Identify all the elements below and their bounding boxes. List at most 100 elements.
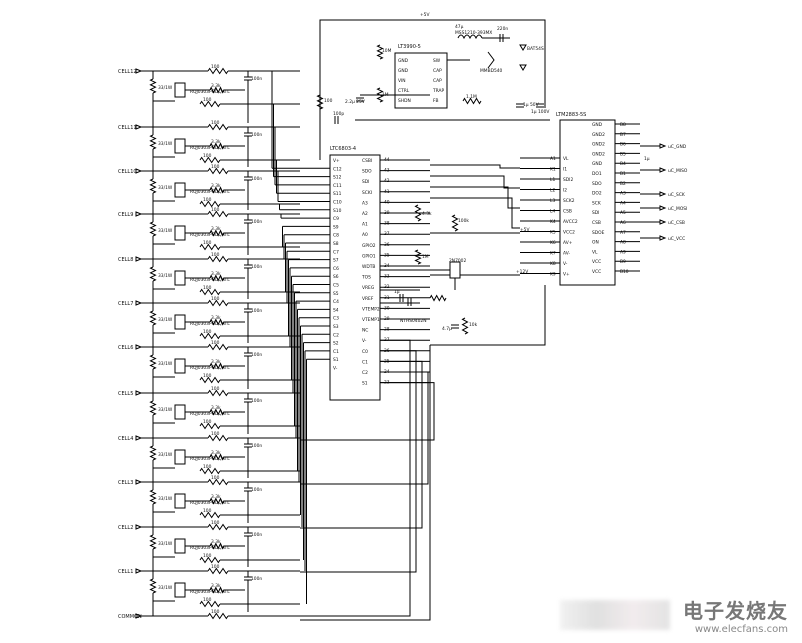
- pin-label: S5: [333, 291, 339, 297]
- gate-resistor: [209, 274, 225, 282]
- pin-label: CTRL: [398, 88, 410, 94]
- pin-label: SDOE: [592, 230, 605, 236]
- bal-label: 33/1W: [158, 185, 173, 191]
- mosfet: [174, 493, 186, 509]
- resistor-100: [207, 389, 229, 397]
- sense-resistor: [199, 200, 221, 208]
- pin-label: SDO: [592, 181, 602, 187]
- pin-num: K1: [550, 167, 556, 173]
- r-label: 3.3k: [211, 450, 221, 456]
- r-label: 100: [203, 329, 212, 335]
- ic-body: [329, 154, 381, 401]
- v-label: +12V: [516, 269, 528, 275]
- pin-label: C2: [333, 332, 339, 338]
- pin-label: I2: [563, 188, 567, 194]
- pin-label: S10: [333, 208, 342, 214]
- balance-resistor: [149, 310, 157, 326]
- mosfet: [174, 404, 186, 420]
- supply-wire: [319, 19, 546, 160]
- pin-label: AVCC2: [563, 219, 578, 225]
- resistor-100: [207, 67, 229, 75]
- r-label: 100: [203, 197, 212, 203]
- wire: [430, 285, 546, 346]
- mosfet: [174, 225, 186, 241]
- pin-num: B5: [620, 151, 626, 157]
- r-label: 3.3k: [211, 405, 221, 411]
- pin-num: B4: [620, 161, 626, 167]
- pin-label: GND: [592, 161, 603, 167]
- mosfet: [174, 449, 186, 465]
- signal-arrow: [659, 219, 667, 225]
- r-label: 1M: [422, 254, 429, 260]
- sense-resistor: [199, 156, 221, 164]
- pin-label: A1: [362, 222, 368, 228]
- pin-label: A2: [362, 211, 368, 217]
- pin-label: GND: [592, 122, 603, 128]
- fet-2n7002: [449, 261, 461, 279]
- r-label: 100: [211, 296, 220, 302]
- mosfet: [174, 358, 186, 374]
- pin-num: B7: [620, 132, 626, 138]
- pin-label: C0: [362, 349, 368, 355]
- r-label: 3.3k: [211, 226, 221, 232]
- resistor-100: [207, 255, 229, 263]
- return-wire: [300, 382, 435, 441]
- cap-label: 100n: [251, 443, 262, 449]
- resistor-100: [207, 343, 229, 351]
- pin-label: C1: [362, 359, 368, 365]
- resistor-100: [207, 299, 229, 307]
- pin-label: VTEMP2: [362, 306, 380, 312]
- r-label: 100: [203, 553, 212, 559]
- signal-arrow: [659, 143, 667, 149]
- pin-label: FB: [433, 98, 439, 104]
- r-label: 100: [211, 252, 220, 258]
- signal-label: uC_MISO: [668, 168, 688, 174]
- pin-label: SW: [433, 58, 441, 64]
- cap-label: 100n: [251, 532, 262, 538]
- sense-resistor: [199, 600, 221, 608]
- pin-label: C8: [333, 233, 339, 239]
- pin-num: K8: [550, 261, 556, 267]
- mosfet-label: RQJ0303PGDQATL: [190, 189, 230, 195]
- resistor-100: [207, 434, 229, 442]
- pin-label: S8: [333, 241, 339, 247]
- pin-label: SCKI: [362, 190, 372, 196]
- mosfet: [174, 538, 186, 554]
- pin-num: K4: [550, 219, 556, 225]
- mosfet-label: RQJ0303PGDQATL: [190, 145, 230, 151]
- pin-label: SDO: [362, 169, 372, 175]
- pin-label: ON: [592, 240, 599, 246]
- pin-label: DO1: [592, 171, 602, 177]
- pin-label: A3: [362, 200, 368, 206]
- sense-resistor: [199, 556, 221, 564]
- pin-label: GND2: [592, 142, 605, 148]
- pin-label: AV-: [563, 251, 570, 257]
- gate-resistor: [209, 408, 225, 416]
- cap-label: 100n: [251, 398, 262, 404]
- resistor-100: [207, 612, 229, 620]
- pin-label: VCC: [592, 269, 601, 275]
- inductor: [457, 34, 483, 40]
- bal-label: 33/1W: [158, 317, 173, 323]
- pin-num: A3: [620, 191, 626, 197]
- cap-label: 100n: [251, 487, 262, 493]
- cap-label: 1µ: [394, 289, 400, 295]
- inductor-part: MSS1210-393MX: [455, 30, 492, 36]
- pin-label: CAP: [433, 78, 442, 84]
- mosfet: [174, 138, 186, 154]
- cap-label: 100n: [251, 76, 262, 82]
- pin-label: C10: [333, 200, 342, 206]
- pin-label: V+: [333, 158, 340, 164]
- blurred-region: [560, 600, 670, 630]
- diode2: [487, 51, 495, 69]
- pin-num: K5: [550, 230, 556, 236]
- balance-resistor: [149, 78, 157, 94]
- return-wire: [300, 371, 429, 485]
- r-label: 3.3k: [211, 359, 221, 365]
- mosfet: [174, 182, 186, 198]
- pin-label: SDI2: [563, 177, 573, 183]
- sense-resistor: [199, 332, 221, 340]
- mosfet-label: RQJ0303PGDQATL: [190, 277, 230, 283]
- bal-label: 33/1W: [158, 141, 173, 147]
